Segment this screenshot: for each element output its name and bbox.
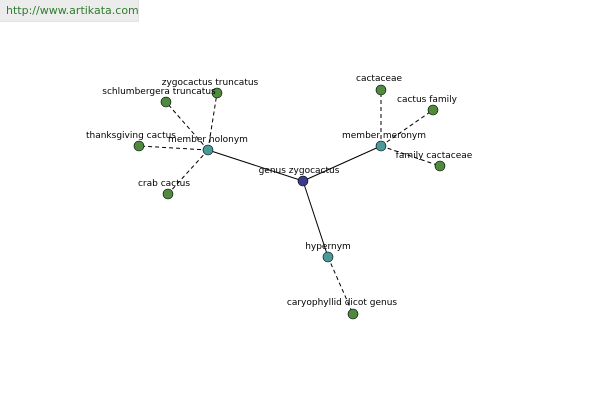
edge-holonym-to-schlumbergera-truncatus [165,101,209,151]
node-schlumbergera-truncatus[interactable] [160,96,172,108]
edge-center-to-member-meronym [302,145,382,182]
edge-holonym-to-crab-cactus [167,149,209,195]
label-crab-cactus: crab cactus [138,179,190,189]
label-member-meronym: member meronym [342,131,426,141]
node-caryophyllid-dicot-genus[interactable] [347,308,359,320]
edge-meronym-to-family-cactaceae [380,145,441,167]
edge-center-to-member-holonym [207,149,304,182]
label-schlumbergera-truncatus: schlumbergera truncatus [102,87,216,97]
label-cactaceae: cactaceae [356,74,402,84]
edge-meronym-to-cactus-family [380,109,434,147]
node-thanksgiving-cactus[interactable] [133,140,145,152]
edge-center-to-hypernym [302,180,329,258]
label-caryophyllid-dicot-genus: caryophyllid dicot genus [287,298,398,308]
node-zygocactus-truncatus[interactable] [211,87,223,99]
edge-holonym-to-zygocactus-truncatus [207,92,218,151]
node-family-cactaceae[interactable] [434,160,446,172]
label-family-cactaceae: family cactaceae [396,151,473,161]
url-bar: http://www.artikata.com [0,0,139,22]
node-member-meronym[interactable] [375,140,387,152]
node-member-holonym[interactable] [202,144,214,156]
label-member-holonym: member holonym [168,135,248,145]
label-hypernym: hypernym [305,242,351,252]
node-hypernym[interactable] [322,251,334,263]
label-cactus-family: cactus family [397,95,458,105]
node-cactus-family[interactable] [427,104,439,116]
label-genus-zygocactus: genus zygocactus [259,166,340,176]
label-thanksgiving-cactus: thanksgiving cactus [86,131,176,141]
label-zygocactus-truncatus: zygocactus truncatus [162,78,259,88]
node-cactaceae[interactable] [375,84,387,96]
edge-holonym-to-thanksgiving-cactus [138,145,209,151]
node-genus-zygocactus[interactable] [297,175,309,187]
node-crab-cactus[interactable] [162,188,174,200]
site-url-link[interactable]: http://www.artikata.com [6,4,139,17]
edge-hypernym-to-caryophyllid [327,256,354,315]
